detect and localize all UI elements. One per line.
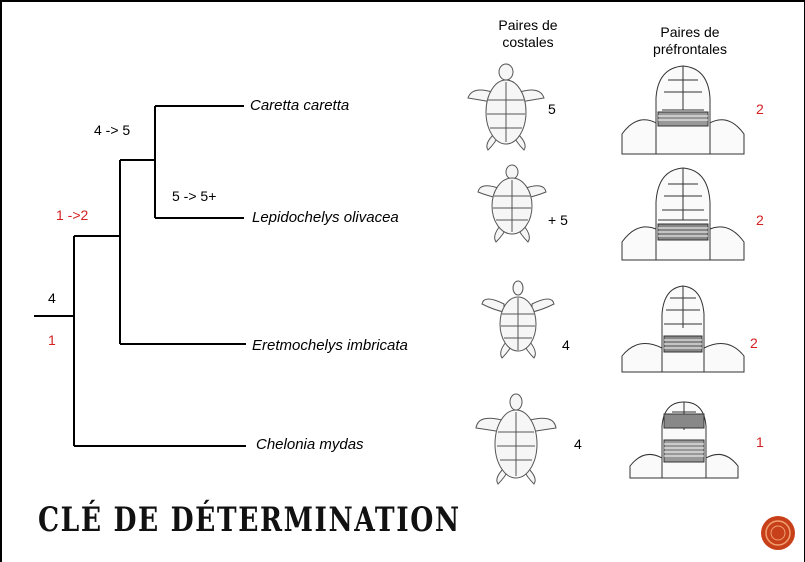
species-name: Chelonia mydas <box>256 436 364 453</box>
node3-label: 5 -> 5+ <box>172 188 216 204</box>
page-title: CLÉ DE DÉTERMINATION <box>38 500 461 540</box>
turtle-head-drawing <box>618 164 748 262</box>
turtle-head-drawing <box>618 62 748 156</box>
turtle-carapace-drawing <box>466 62 546 156</box>
node2-label: 4 -> 5 <box>94 122 130 138</box>
orange-circle-badge <box>760 515 796 551</box>
costales-value: 4 <box>574 436 582 452</box>
prefrontales-value: 2 <box>756 212 764 228</box>
root-label-top: 4 <box>48 290 56 306</box>
prefrontales-value: 2 <box>756 101 764 117</box>
costales-value: 4 <box>562 337 570 353</box>
turtle-head-drawing <box>626 400 742 480</box>
turtle-carapace-drawing <box>476 164 548 244</box>
prefrontales-value: 1 <box>756 434 764 450</box>
costales-value: 5 <box>548 101 556 117</box>
prefrontales-value: 2 <box>750 335 758 351</box>
species-name: Eretmochelys imbricata <box>252 337 408 354</box>
node1-label: 1 ->2 <box>56 207 88 223</box>
root-label-bottom: 1 <box>48 332 56 348</box>
species-name: Caretta caretta <box>250 97 349 114</box>
header-prefrontales: Paires de préfrontales <box>630 24 750 58</box>
turtle-head-drawing <box>618 284 748 374</box>
header-costales: Paires de costales <box>478 17 578 51</box>
turtle-carapace-drawing <box>474 392 558 488</box>
turtle-carapace-drawing <box>480 280 556 360</box>
costales-value: + 5 <box>548 212 568 228</box>
species-name: Lepidochelys olivacea <box>252 209 399 226</box>
